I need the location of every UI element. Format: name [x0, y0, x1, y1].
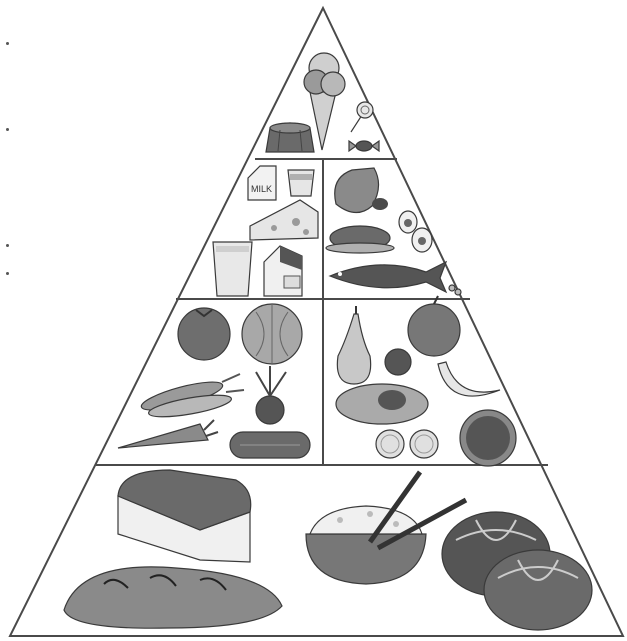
gelatin-dessert [266, 123, 314, 152]
tomato [178, 308, 230, 360]
rice-bowl [306, 506, 426, 584]
svg-text:MILK: MILK [251, 184, 272, 194]
avocado [336, 384, 428, 424]
roast-chicken [326, 226, 394, 253]
zucchini [230, 432, 310, 458]
glass-of-milk [213, 242, 252, 296]
grapefruit [460, 410, 516, 466]
cabbage [242, 304, 302, 364]
plum [385, 349, 411, 375]
yogurt-cup [288, 170, 314, 196]
